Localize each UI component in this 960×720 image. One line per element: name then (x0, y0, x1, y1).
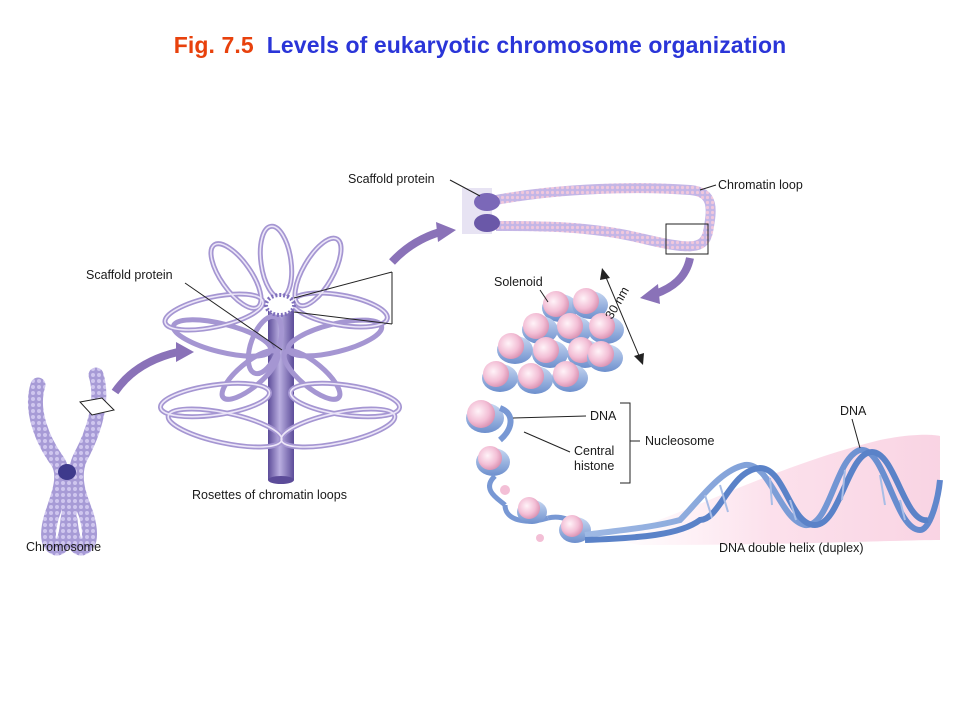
label-central-line1: Central (574, 444, 614, 458)
solenoid-illustration (466, 288, 624, 543)
chromatin-loop-illustration (462, 183, 716, 255)
scaffold-protein-lower (474, 214, 500, 232)
arrow-to-chromatin-loop (389, 228, 442, 265)
label-chromosome: Chromosome (26, 540, 101, 554)
label-central-line2: histone (574, 459, 614, 473)
label-chromatin-loop: Chromatin loop (718, 178, 803, 192)
dna-double-helix-illustration (584, 434, 943, 545)
label-dna-helix: DNA (840, 404, 867, 418)
label-solenoid: Solenoid (494, 275, 543, 289)
figure-title: Levels of eukaryotic chromosome organiza… (266, 32, 787, 58)
page-title: Fig. 7.5 Levels of eukaryotic chromosome… (0, 32, 960, 59)
label-dna-nucleosome: DNA (590, 409, 617, 423)
centromere (58, 464, 76, 480)
leader-scaffold-rosette (184, 282, 283, 351)
rosettes-illustration (157, 223, 403, 484)
arrow-to-rosettes (111, 348, 179, 395)
scaffold-protein-upper (474, 193, 500, 211)
label-nucleosome: Nucleosome (645, 434, 715, 448)
arrow-to-solenoid (653, 256, 694, 298)
figure-number: Fig. 7.5 (173, 32, 254, 58)
chromosome-illustration (27, 367, 115, 556)
label-scaffold-protein-loop: Scaffold protein (348, 172, 435, 186)
label-dna-double-helix: DNA double helix (duplex) (719, 541, 864, 555)
label-rosettes: Rosettes of chromatin loops (192, 488, 347, 502)
label-scaffold-protein-rosette: Scaffold protein (86, 268, 173, 282)
